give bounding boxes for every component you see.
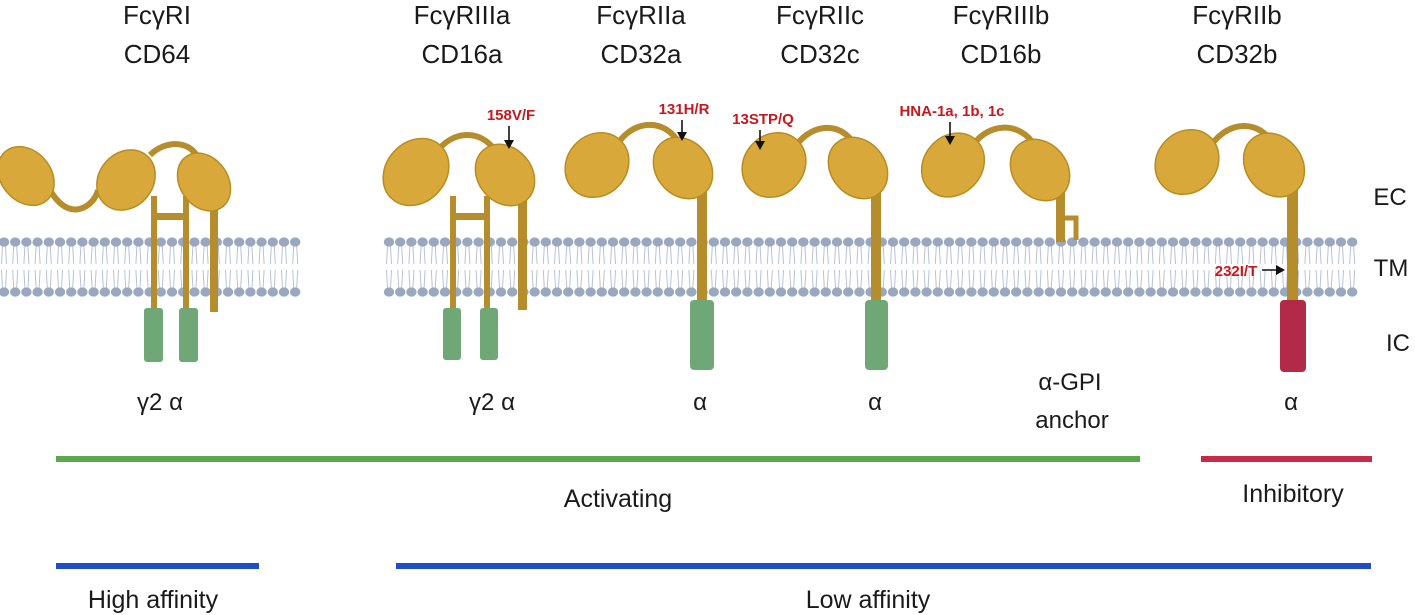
- low-affinity-label: Low affinity: [806, 586, 931, 614]
- receptor-name: FcγRIIc: [776, 0, 864, 30]
- inhibitory-label: Inhibitory: [1242, 480, 1344, 508]
- ig-domain: [1154, 128, 1220, 196]
- ig-domain: [827, 136, 889, 200]
- receptor-fcgriic: FcγRIIc CD32c 13STP/Q α: [732, 0, 889, 416]
- receptor-fcgri: FcγRI CD64 γ2 α: [0, 0, 232, 416]
- chain-labels: α-GPI: [1038, 369, 1101, 396]
- cell-membrane: [0, 237, 1358, 297]
- ig-domain: [920, 132, 986, 198]
- receptor-cd: CD64: [124, 39, 190, 69]
- alpha-chain: [564, 122, 714, 370]
- alpha-chain-gpi: [920, 124, 1079, 242]
- gamma-chain-dimer: [144, 196, 198, 362]
- zone-label-ic: IC: [1386, 330, 1410, 357]
- chain-labels: α: [868, 389, 882, 416]
- high-affinity-bar: [56, 563, 259, 569]
- ig-domain: [176, 152, 232, 212]
- polymorphism-arrow: [755, 130, 765, 150]
- polymorphism-arrow: [1262, 265, 1285, 275]
- alpha-chain: [0, 141, 232, 312]
- polymorphism-label: 232I/T: [1215, 263, 1258, 280]
- ig-domain: [96, 149, 156, 211]
- receptor-name: FcγRIIb: [1192, 0, 1282, 30]
- receptor-cd: CD16b: [961, 39, 1042, 69]
- polymorphism-label: 13STP/Q: [732, 111, 794, 128]
- ig-domain: [652, 136, 714, 200]
- receptor-cd: CD32b: [1197, 39, 1278, 69]
- alpha-chain: [1154, 123, 1306, 372]
- chain-note: anchor: [1035, 407, 1108, 434]
- polymorphism-arrow: [677, 120, 687, 141]
- receptor-cd: CD32a: [601, 39, 682, 69]
- polymorphism-arrow: [945, 122, 955, 145]
- ig-domain: [564, 131, 630, 199]
- receptor-fcgriia: FcγRIIa CD32a 131H/R α: [564, 0, 714, 416]
- activating-label: Activating: [564, 485, 672, 513]
- activating-bar: [56, 456, 1140, 462]
- polymorphism-label: 131H/R: [659, 101, 710, 118]
- receptor-name: FcγRI: [123, 0, 191, 30]
- gamma-chain-dimer: [443, 196, 498, 360]
- receptor-name: FcγRIIIa: [414, 0, 511, 30]
- chain-labels: γ2 α: [469, 389, 515, 416]
- polymorphism-label: HNA-1a, 1b, 1c: [899, 103, 1004, 120]
- ig-domain: [382, 137, 450, 207]
- polymorphism-label: 158V/F: [487, 107, 535, 124]
- ig-domain: [741, 131, 807, 199]
- receptor-fcgriiia: FcγRIIIa CD16a 158V/F γ2 α: [382, 0, 536, 416]
- receptor-cd: CD32c: [780, 39, 859, 69]
- receptor-name: FcγRIIa: [596, 0, 686, 30]
- ig-domain: [1009, 138, 1071, 202]
- zone-label-tm: TM: [1374, 255, 1409, 282]
- polymorphism-arrow: [504, 126, 514, 149]
- receptor-cd: CD16a: [422, 39, 503, 69]
- alpha-chain: [382, 132, 536, 310]
- high-affinity-label: High affinity: [88, 586, 219, 614]
- low-affinity-bar: [396, 563, 1371, 569]
- alpha-chain: [741, 125, 889, 370]
- chain-labels: α: [1284, 389, 1298, 416]
- ig-domain: [1242, 132, 1306, 198]
- zone-label-ec: EC: [1373, 184, 1406, 211]
- inhibitory-bar: [1201, 456, 1372, 462]
- receptor-name: FcγRIIIb: [953, 0, 1050, 30]
- ig-domain: [0, 145, 55, 207]
- receptor-fcgriib: FcγRIIb CD32b 232I/T α: [1154, 0, 1306, 416]
- chain-labels: α: [693, 389, 707, 416]
- chain-labels: γ2 α: [137, 389, 183, 416]
- receptor-fcgriiib: FcγRIIIb CD16b HNA-1a, 1b, 1c α-GPI anch…: [899, 0, 1108, 434]
- ig-domain: [474, 143, 536, 207]
